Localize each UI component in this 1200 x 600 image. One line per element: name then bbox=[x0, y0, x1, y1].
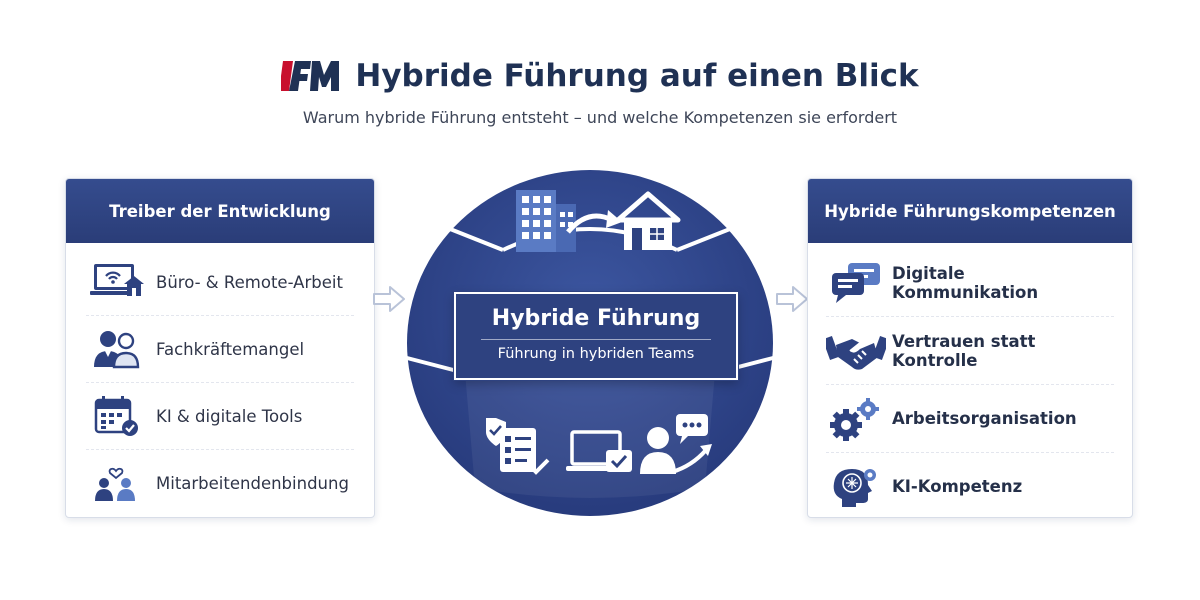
center-box: Hybride Führung Führung in hybriden Team… bbox=[454, 292, 738, 380]
gears-icon bbox=[826, 395, 886, 443]
header: Hybride Führung auf einen Blick Warum hy… bbox=[0, 58, 1200, 127]
page-subtitle: Warum hybride Führung entsteht – und wel… bbox=[302, 108, 898, 127]
people-icon bbox=[86, 325, 146, 373]
driver-item-ai-tools: KI & digitale Tools bbox=[86, 383, 354, 450]
checklist-shield-icon bbox=[486, 418, 550, 475]
ifm-logo bbox=[281, 61, 340, 91]
competencies-panel: Hybride Führungskompetenzen Digitale Kom… bbox=[807, 178, 1133, 518]
competencies-panel-title: Hybride Führungskompetenzen bbox=[808, 179, 1132, 243]
driver-item-retention: Mitarbeitendenbindung bbox=[86, 450, 354, 516]
team-heart-icon bbox=[86, 459, 146, 507]
center-divider bbox=[481, 339, 711, 340]
driver-item-skills: Fachkräftemangel bbox=[86, 316, 354, 383]
chat-bubbles-icon bbox=[826, 259, 886, 307]
drivers-panel: Treiber der Entwicklung Büro- & Remote-A… bbox=[65, 178, 375, 518]
center-subtitle: Führung in hybriden Teams bbox=[497, 346, 695, 362]
office-to-home-icon bbox=[516, 190, 681, 252]
driver-label: Mitarbeitendenbindung bbox=[156, 473, 349, 493]
center-title: Hybride Führung bbox=[491, 306, 701, 331]
person-chat-growth-icon bbox=[640, 414, 712, 474]
competency-label: KI-Kompetenz bbox=[892, 477, 1023, 496]
driver-label: Büro- & Remote-Arbeit bbox=[156, 272, 343, 292]
competency-item-ai: KI-Kompetenz bbox=[826, 453, 1114, 517]
competency-item-trust: Vertrauen statt Kontrolle bbox=[826, 317, 1114, 385]
competency-label: Digitale Kommunikation bbox=[892, 263, 1039, 302]
arrow-right-icon bbox=[373, 286, 405, 312]
competency-label: Vertrauen statt Kontrolle bbox=[892, 331, 1036, 370]
title-row: Hybride Führung auf einen Blick bbox=[281, 58, 919, 94]
arrow-right-icon bbox=[776, 286, 808, 312]
competency-item-communication: Digitale Kommunikation bbox=[826, 249, 1114, 317]
laptop-home-icon bbox=[86, 258, 146, 306]
driver-label: KI & digitale Tools bbox=[156, 406, 303, 426]
driver-item-remote: Büro- & Remote-Arbeit bbox=[86, 249, 354, 316]
drivers-panel-title: Treiber der Entwicklung bbox=[66, 179, 374, 243]
competency-item-organisation: Arbeitsorganisation bbox=[826, 385, 1114, 453]
calendar-check-icon bbox=[86, 392, 146, 440]
competency-label: Arbeitsorganisation bbox=[892, 409, 1077, 428]
laptop-check-icon bbox=[566, 430, 632, 472]
handshake-icon bbox=[826, 327, 886, 375]
driver-label: Fachkräftemangel bbox=[156, 339, 305, 359]
page-title: Hybride Führung auf einen Blick bbox=[355, 58, 919, 94]
ai-head-icon bbox=[826, 463, 886, 511]
